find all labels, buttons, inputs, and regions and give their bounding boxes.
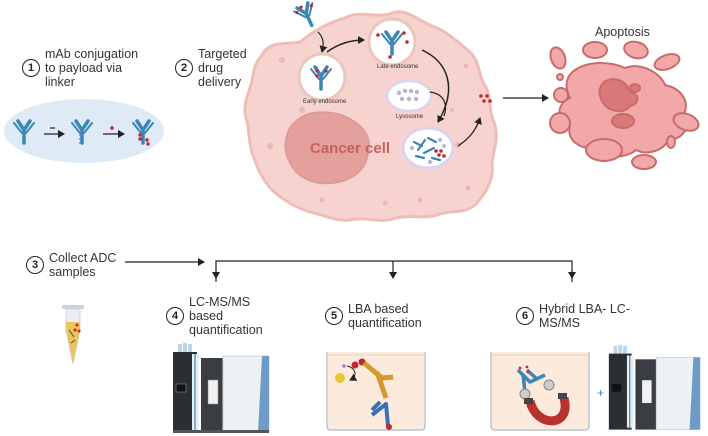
magnet-icon	[525, 396, 570, 426]
step-number: 3	[26, 256, 44, 274]
step-label: LBA based quantification	[348, 302, 422, 330]
step-label: Collect ADC samples	[49, 251, 117, 279]
arrow-icon	[429, 91, 447, 117]
released-payload-icon	[479, 94, 492, 103]
lba-well-illustration	[326, 352, 426, 431]
apoptosis-label: Apoptosis	[595, 25, 650, 39]
early-endosome	[297, 52, 347, 102]
lysosome-label: Lysosome	[396, 114, 424, 120]
workflow-arrows	[125, 258, 576, 282]
antibody-linker-icon	[70, 119, 94, 145]
step-label: Targeted drug delivery	[198, 47, 247, 89]
plus-sign: +	[597, 386, 604, 400]
step-label: mAb conjugation to payload via linker	[45, 47, 139, 89]
conjugation-illustration	[4, 99, 164, 163]
step-2: 2 Targeted drug delivery	[175, 47, 247, 89]
lysosome	[385, 79, 433, 113]
arrow-icon	[457, 117, 482, 147]
arrow-icon	[317, 31, 328, 53]
arrow-icon	[421, 49, 450, 123]
step-4: 4 LC-MS/MS based quantification	[166, 295, 263, 337]
step-number: 6	[516, 307, 534, 325]
late-endosome-label: Late endosome	[377, 64, 419, 70]
step-number: 5	[325, 307, 343, 325]
step-label: Hybrid LBA- LC- MS/MS	[539, 302, 630, 330]
step-label: LC-MS/MS based quantification	[189, 295, 263, 337]
degradation-vesicle	[401, 126, 455, 170]
arrow-icon	[326, 36, 365, 53]
apoptosis-illustration	[549, 40, 700, 170]
detection-antibody-icon	[362, 361, 394, 399]
payload-icon	[110, 126, 114, 130]
substrate-icon	[342, 364, 346, 368]
cancer-cell-illustration	[243, 0, 498, 222]
step-number: 1	[22, 59, 40, 77]
late-endosome	[367, 17, 417, 67]
adc-icon	[131, 119, 155, 146]
incoming-adc-icon	[291, 0, 323, 32]
nucleus	[284, 111, 370, 185]
step-6: 6 Hybrid LBA- LC- MS/MS	[516, 302, 630, 330]
cancer-cell-label: Cancer cell	[310, 140, 390, 157]
capture-antibody-icon	[370, 400, 390, 427]
signal-icon	[335, 373, 345, 383]
step-3: 3 Collect ADC samples	[26, 251, 116, 279]
early-endosome-label: Early endosome	[303, 99, 347, 105]
step-number: 2	[175, 59, 193, 77]
hybrid-well-illustration: +	[490, 352, 604, 431]
step-5: 5 LBA based quantification	[325, 302, 422, 330]
step-1: 1 mAb conjugation to payload via linker	[22, 47, 138, 89]
step-number: 4	[166, 307, 184, 325]
sample-tube-icon	[62, 305, 84, 365]
lc-ms-instrument	[173, 343, 270, 433]
hybrid-lc-ms-instrument	[608, 345, 701, 431]
